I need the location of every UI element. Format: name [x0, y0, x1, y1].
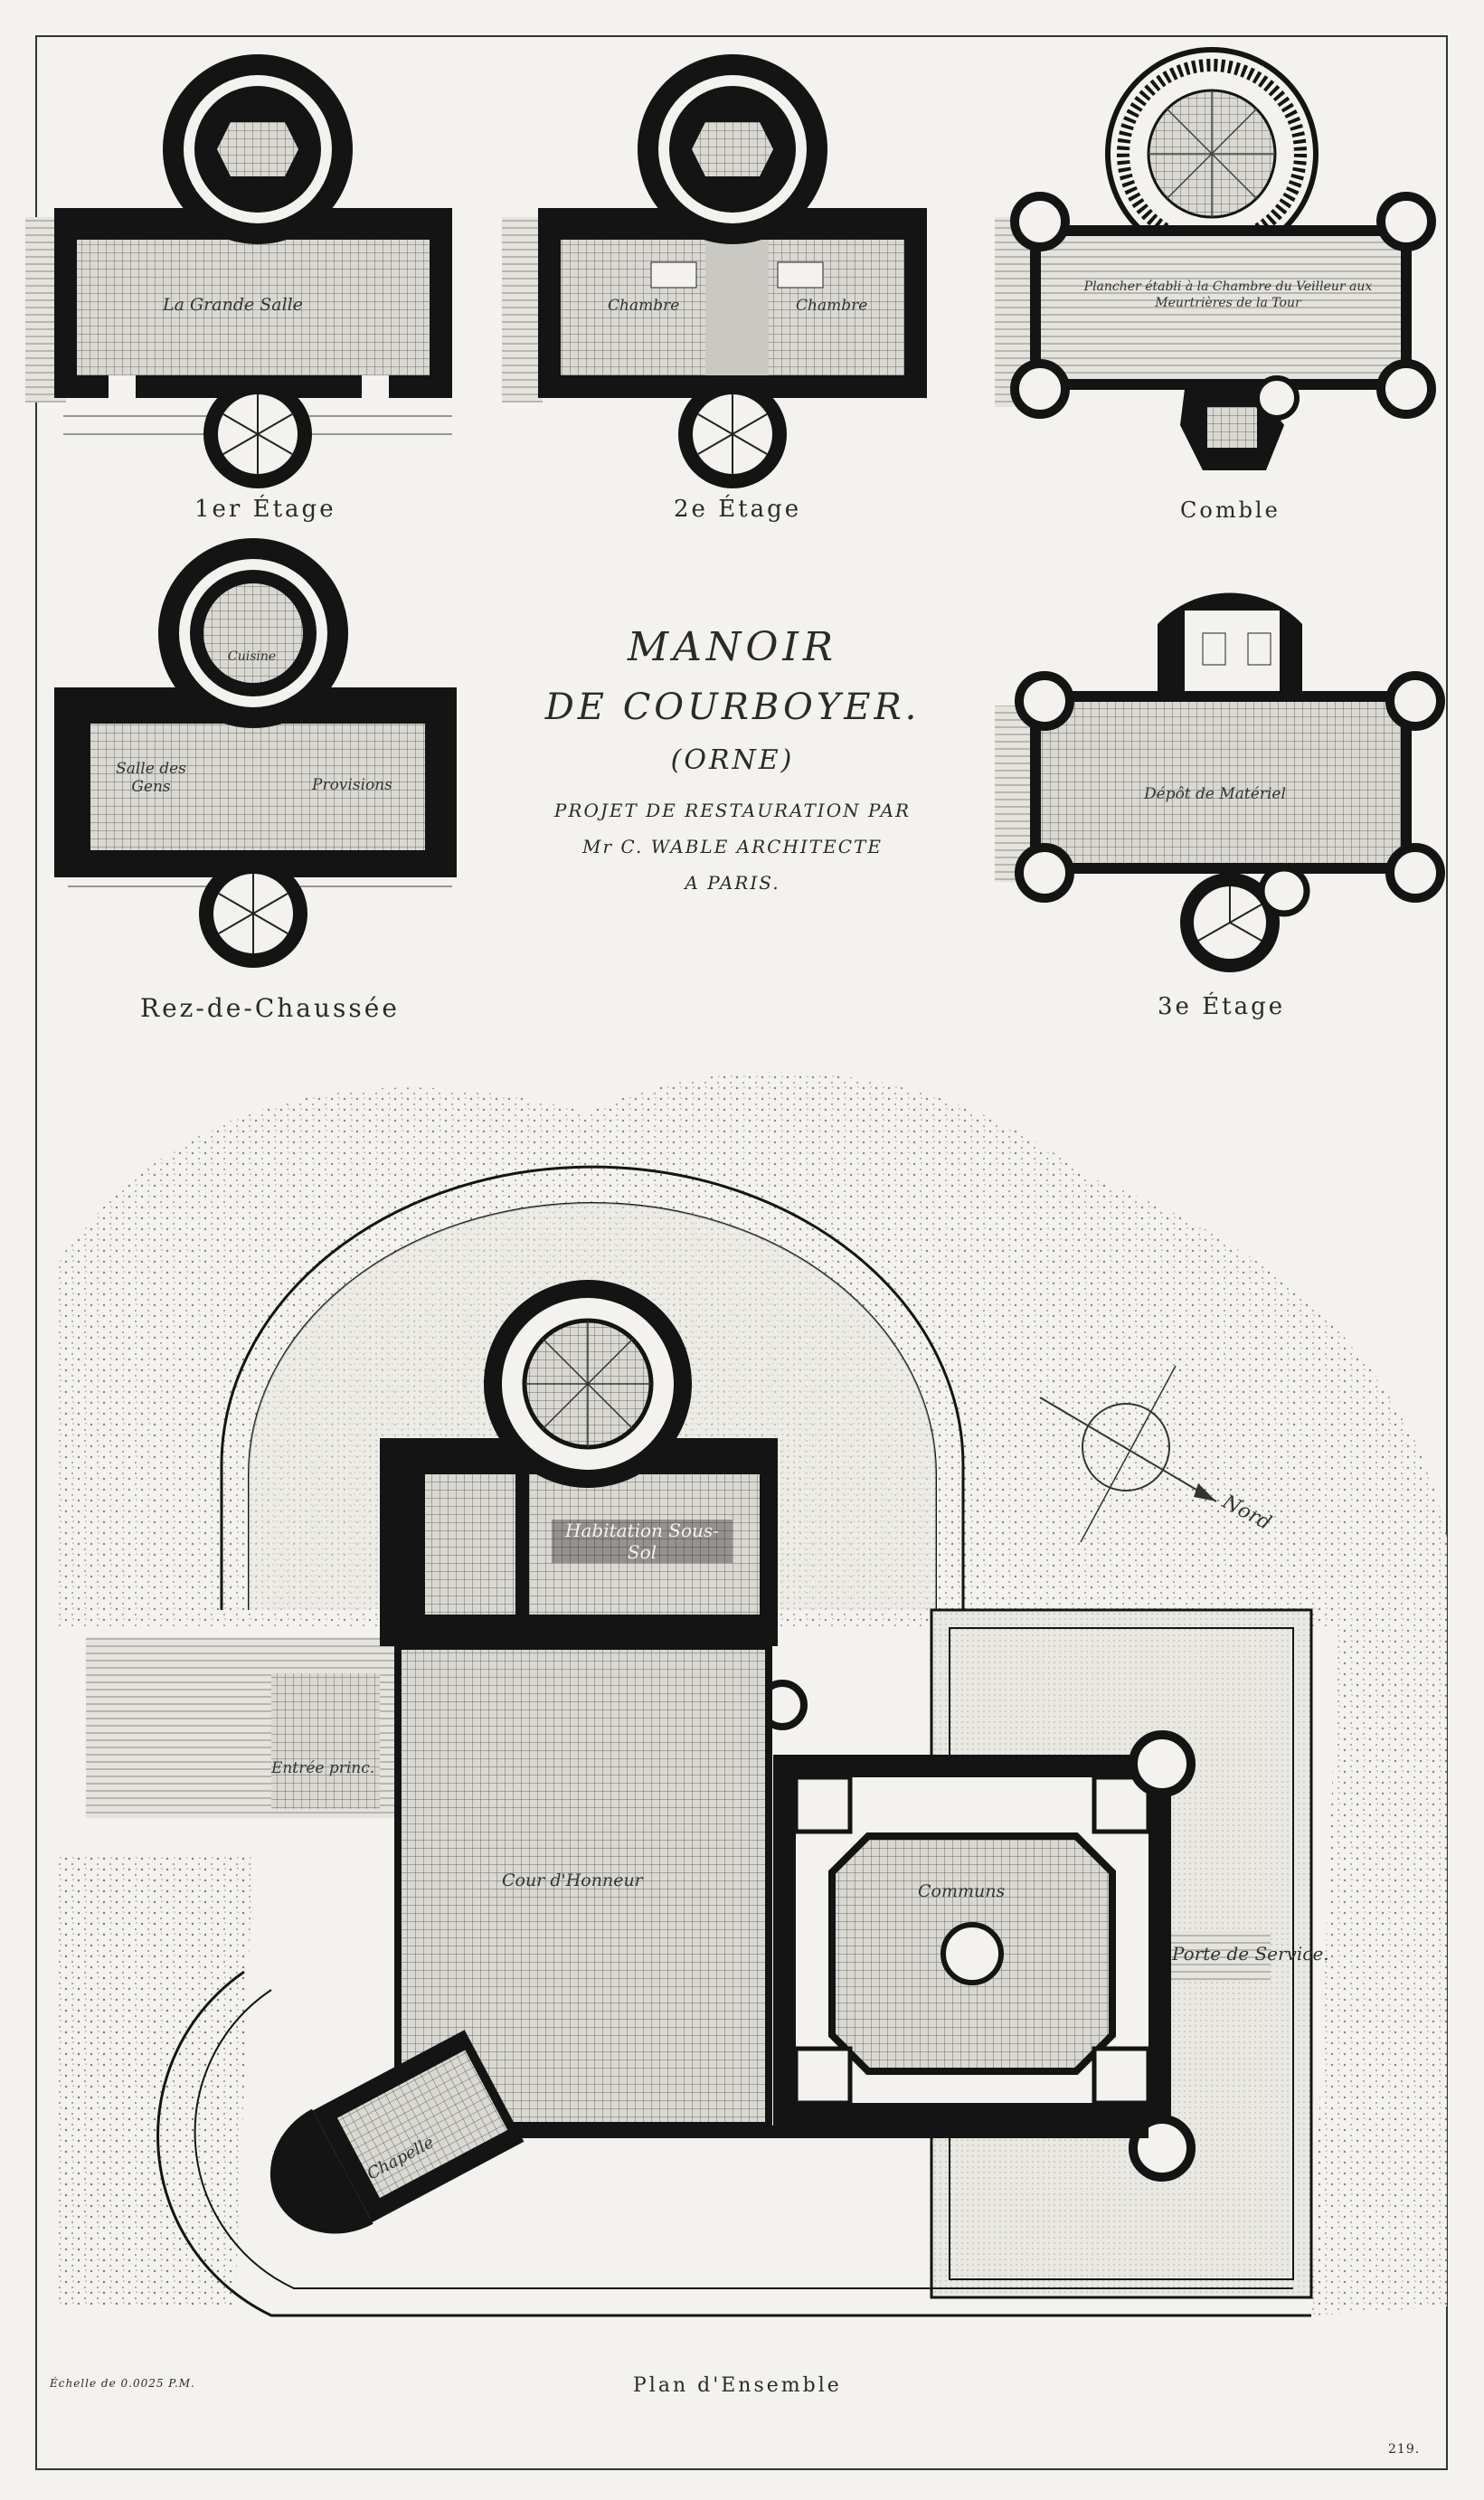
label-ground-floor: Rez-de-Chaussée [140, 993, 400, 1023]
room-label-provisions: Provisions [312, 776, 392, 794]
scale-note: Échelle de 0.0025 P.M. [50, 2377, 195, 2390]
title-block: MANOIR DE COURBOYER. (ORNE) PROJET DE RE… [506, 624, 959, 894]
plate-frame [35, 35, 1448, 2470]
label-first-floor: 1er Étage [194, 496, 336, 523]
plan-first-floor [25, 54, 452, 488]
title-line-4: PROJET DE RESTAURATION PAR [553, 800, 912, 821]
label-third-floor: 3e Étage [1158, 993, 1286, 1020]
room-label-communs: Communs [918, 1881, 1006, 1901]
room-label-cuisine: Cuisine [228, 649, 277, 664]
room-label-depot: Dépôt de Matériel [1144, 785, 1286, 803]
room-label-habitation: Habitation Sous-Sol [552, 1520, 733, 1563]
label-attic: Comble [1180, 497, 1281, 523]
room-label-chambre-right: Chambre [796, 297, 868, 315]
plate-number: 219. [1388, 2442, 1421, 2457]
room-label-salle-des-gens: Salle des Gens [116, 760, 186, 796]
compass-rose [1039, 1365, 1217, 1543]
room-label-entree: Entrée princ. [271, 1759, 375, 1777]
title-line-1: MANOIR [628, 624, 837, 670]
room-label-attic-note: Plancher établi à la Chambre du Veilleur… [1083, 279, 1373, 310]
room-label-grande-salle: La Grande Salle [163, 295, 303, 315]
title-line-6: A PARIS. [685, 872, 780, 894]
title-line-3: (ORNE) [670, 744, 795, 776]
room-label-porte-service: Porte de Service. [1172, 1943, 1329, 1965]
label-second-floor: 2e Étage [674, 496, 802, 523]
plan-second-floor [502, 54, 927, 488]
plan-attic [995, 47, 1436, 470]
plan-third-floor [995, 592, 1445, 972]
title-line-2: DE COURBOYER. [544, 687, 921, 728]
label-site-plan: Plan d'Ensemble [633, 2374, 842, 2397]
room-label-chambre-left: Chambre [608, 297, 680, 315]
title-line-5: Mr C. WABLE ARCHITECTE [582, 836, 883, 857]
site-plan [54, 1072, 1447, 2317]
plan-ground-floor [54, 538, 457, 968]
room-label-cour: Cour d'Honneur [502, 1870, 643, 1890]
